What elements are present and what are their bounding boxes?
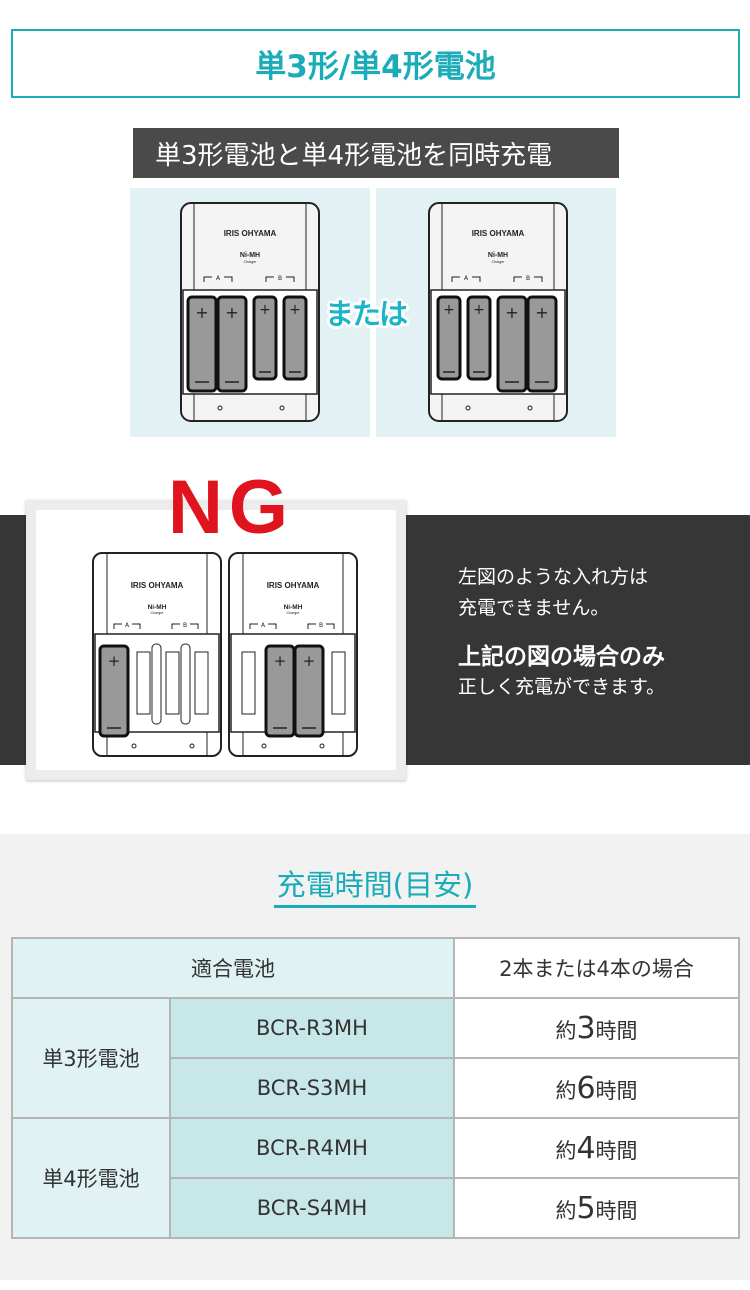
charger-image-left: IRIS OHYAMA Ni-MH Charger A B + + + + [180, 202, 320, 422]
svg-text:A: A [125, 622, 130, 629]
ng-line-3: 正しく充電ができます。 [458, 676, 666, 698]
svg-text:B: B [278, 275, 282, 282]
ng-line-1: 左図のような入れ方は [458, 566, 649, 588]
svg-text:IRIS OHYAMA: IRIS OHYAMA [267, 581, 320, 590]
title-underline [274, 905, 476, 908]
svg-text:+: + [505, 303, 518, 322]
ng-charger-right: IRIS OHYAMA Ni-MH Charger A B + + [228, 552, 358, 757]
charge-time-title: 充電時間(目安) [276, 868, 474, 902]
svg-text:A: A [464, 275, 469, 282]
svg-text:+: + [535, 303, 548, 322]
svg-text:Charger: Charger [287, 611, 300, 615]
table-row: 単3形電池 BCR-R3MH 約3時間 [11, 997, 740, 1119]
svg-text:Ni-MH: Ni-MH [488, 252, 508, 259]
header-count: 2本または4本の場合 [453, 937, 740, 999]
ng-line-2: 充電できません。 [458, 597, 610, 619]
svg-text:+: + [259, 302, 271, 318]
svg-text:Charger: Charger [492, 260, 505, 264]
svg-text:Ni-MH: Ni-MH [240, 252, 260, 259]
svg-text:B: B [319, 622, 323, 629]
charge-time-table: 適合電池 2本または4本の場合 単3形電池 BCR-R3MH 約3時間 BCR-… [11, 937, 740, 1239]
svg-text:IRIS OHYAMA: IRIS OHYAMA [131, 581, 184, 590]
svg-text:+: + [473, 302, 485, 318]
table-row: BCR-S4MH 約5時間 [12, 1177, 740, 1239]
svg-text:+: + [443, 302, 455, 318]
table-header-row: 適合電池 2本または4本の場合 [11, 937, 740, 999]
svg-text:B: B [526, 275, 530, 282]
svg-text:A: A [216, 275, 221, 282]
svg-text:+: + [289, 302, 301, 318]
svg-text:A: A [261, 622, 266, 629]
model-cell: BCR-S4MH [169, 1177, 455, 1239]
time-cell: 約3時間 [453, 997, 740, 1059]
svg-text:+: + [303, 652, 316, 670]
model-cell: BCR-S3MH [169, 1057, 455, 1119]
svg-text:+: + [108, 652, 121, 670]
svg-text:Charger: Charger [151, 611, 164, 615]
header-compatible-battery: 適合電池 [11, 937, 455, 999]
svg-text:+: + [195, 303, 208, 322]
svg-text:IRIS OHYAMA: IRIS OHYAMA [224, 229, 277, 238]
table-row: BCR-S3MH 約6時間 [12, 1057, 740, 1119]
svg-text:Charger: Charger [244, 260, 257, 264]
svg-text:+: + [274, 652, 287, 670]
model-cell: BCR-R3MH [169, 997, 455, 1059]
svg-text:+: + [225, 303, 238, 322]
charger-image-right: IRIS OHYAMA Ni-MH Charger A B + + + + [428, 202, 568, 422]
section-title-box: 単3形/単4形電池 [11, 29, 740, 98]
ng-label: NG [168, 465, 294, 550]
or-label: または [325, 297, 408, 331]
ng-explanation: 左図のような入れ方は 充電できません。 上記の図の場合のみ 正しく充電ができます… [458, 562, 665, 701]
time-cell: 約6時間 [453, 1057, 740, 1119]
ng-emphasis: 上記の図の場合のみ [458, 644, 665, 670]
battery-type-cell: 単3形電池 [11, 997, 171, 1119]
simultaneous-charge-banner: 単3形電池と単4形電池を同時充電 [133, 128, 619, 178]
time-cell: 約4時間 [453, 1117, 740, 1179]
svg-text:B: B [183, 622, 187, 629]
model-cell: BCR-R4MH [169, 1117, 455, 1179]
svg-text:Ni-MH: Ni-MH [284, 604, 303, 611]
battery-type-cell: 単4形電池 [11, 1117, 171, 1239]
svg-text:Ni-MH: Ni-MH [148, 604, 167, 611]
ng-charger-left: IRIS OHYAMA Ni-MH Charger A B + [92, 552, 222, 757]
section-title: 単3形/単4形電池 [255, 49, 496, 85]
svg-text:IRIS OHYAMA: IRIS OHYAMA [472, 229, 525, 238]
table-row: 単4形電池 BCR-R4MH 約4時間 [11, 1117, 740, 1239]
time-cell: 約5時間 [453, 1177, 740, 1239]
